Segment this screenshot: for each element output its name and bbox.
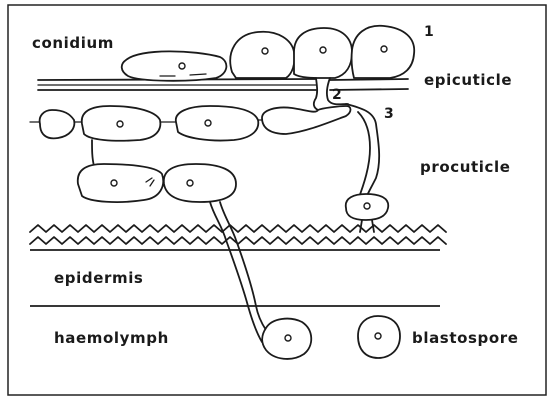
stage-marker-1: 1 (424, 24, 434, 40)
label-procuticle: procuticle (420, 158, 511, 176)
wavy-membrane (30, 225, 446, 244)
label-blastospore: blastospore (412, 329, 519, 347)
epicuticle-layer (38, 79, 408, 90)
penetrating-hypha (210, 202, 266, 342)
conidium-cluster (122, 26, 414, 81)
label-epidermis: epidermis (54, 269, 143, 287)
blastospore-attached (262, 319, 311, 359)
label-epicuticle: epicuticle (424, 71, 512, 89)
stage-marker-3: 3 (384, 106, 394, 122)
label-haemolymph: haemolymph (54, 329, 169, 347)
blastospore-free (358, 316, 400, 358)
procuticle-hyphae (30, 104, 388, 232)
label-conidium: conidium (32, 34, 114, 52)
stage-marker-2: 2 (332, 87, 342, 103)
